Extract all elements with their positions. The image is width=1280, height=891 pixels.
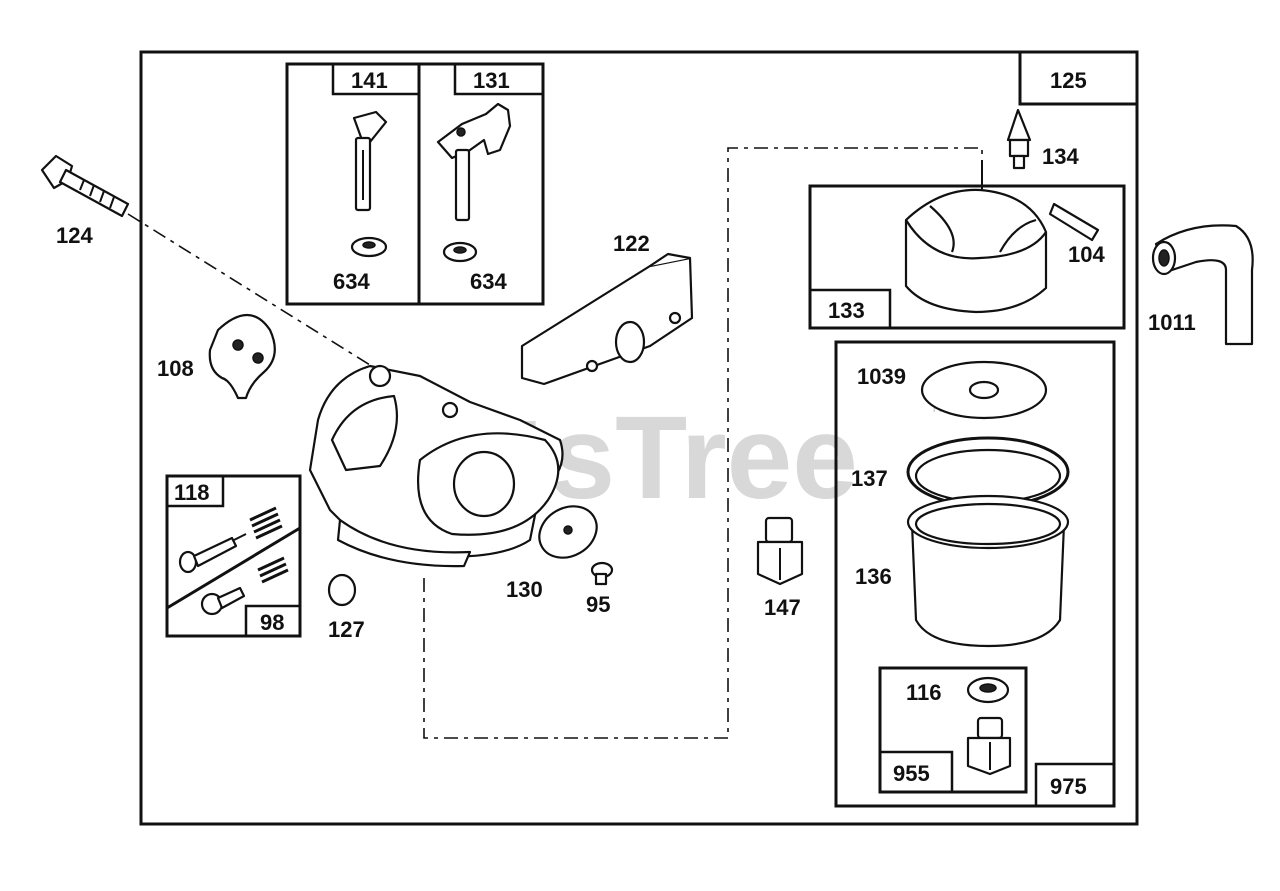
label-1011: 1011 [1148, 310, 1196, 335]
box-98-tag [244, 604, 302, 638]
box-975 [834, 340, 1116, 808]
part-634-washer-b-hole [453, 246, 467, 254]
leader-assembly-path [423, 147, 983, 739]
part-98-screw[interactable] [200, 586, 246, 616]
part-130-hole [563, 525, 573, 535]
leader-124 [127, 213, 379, 371]
box-141-tag [331, 62, 421, 96]
label-116: 116 [906, 680, 942, 705]
label-95: 95 [586, 592, 610, 617]
box-125-tag [1018, 50, 1139, 106]
label-137: 137 [851, 466, 888, 491]
part-95-screw[interactable] [590, 561, 614, 586]
part-124-bolt[interactable] [40, 154, 130, 218]
part-955-bowl-nut[interactable] [966, 716, 1012, 776]
part-134-float-needle[interactable] [1006, 108, 1032, 170]
label-134: 134 [1042, 144, 1079, 169]
label-130: 130 [506, 577, 543, 602]
box-118-98 [165, 474, 302, 638]
part-1039-gasket[interactable] [920, 360, 1048, 420]
box-131-tag [453, 62, 545, 96]
label-127: 127 [328, 617, 365, 642]
label-108: 108 [157, 356, 194, 381]
label-634-a: 634 [333, 269, 370, 294]
box-141-131 [285, 62, 545, 306]
box-118-label: 118 [174, 480, 210, 505]
box-141-label: 141 [351, 68, 388, 93]
box-131-label: 131 [473, 68, 510, 93]
part-127-plug[interactable] [327, 573, 357, 607]
diagram-frame [139, 50, 1139, 826]
box-133 [808, 184, 1126, 330]
label-147: 147 [764, 595, 801, 620]
part-147-main-jet[interactable] [756, 516, 804, 586]
part-133-float[interactable] [904, 188, 1048, 314]
box-975-label: 975 [1050, 774, 1087, 799]
part-carburetor-body[interactable] [308, 364, 564, 568]
label-124: 124 [56, 223, 93, 248]
box-118-98-divider [166, 526, 301, 610]
box-975-tag [1034, 762, 1116, 808]
box-98-label: 98 [260, 610, 284, 635]
label-122: 122 [613, 231, 650, 256]
box-955-tag [878, 750, 954, 794]
part-108-gasket[interactable] [208, 314, 276, 400]
part-122-insulator[interactable] [520, 252, 694, 386]
box-955-label: 955 [893, 761, 930, 786]
part-116-washer[interactable] [966, 676, 1010, 704]
label-136: 136 [855, 564, 892, 589]
box-133-tag [808, 288, 892, 330]
part-118-needle[interactable] [178, 533, 247, 574]
box-118-tag [165, 474, 225, 508]
label-1039: 1039 [857, 364, 906, 389]
part-136-float-bowl[interactable] [906, 494, 1070, 648]
box-133-label: 133 [828, 298, 865, 323]
part-1011-hose[interactable] [1151, 224, 1254, 346]
part-118-spring[interactable] [249, 506, 283, 540]
part-141-choke-shaft[interactable] [352, 110, 388, 212]
part-634-washer-a-hole [362, 241, 376, 249]
part-131-throttle-shaft[interactable] [436, 102, 512, 222]
label-634-b: 634 [470, 269, 507, 294]
box-125-label: 125 [1050, 68, 1087, 93]
part-98-spring[interactable] [257, 556, 289, 584]
label-104: 104 [1068, 242, 1105, 267]
part-104-float-pin[interactable] [1048, 202, 1100, 242]
